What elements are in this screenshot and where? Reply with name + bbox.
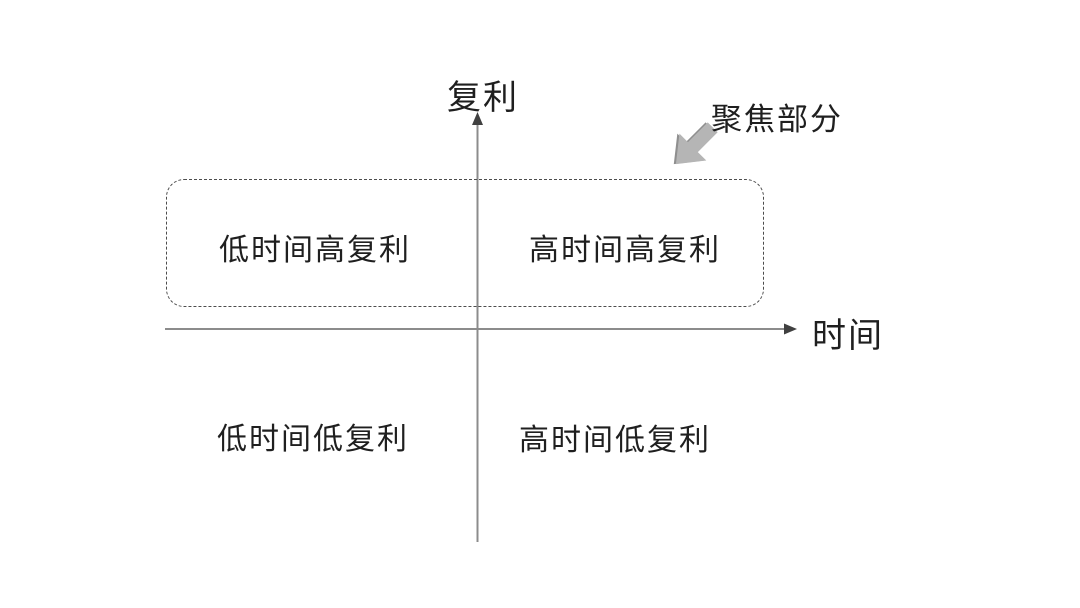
annotation-label: 聚焦部分: [711, 102, 843, 137]
quadrant-label-top-left: 低时间高复利: [219, 234, 411, 267]
x-axis-arrowhead-icon: [784, 323, 797, 335]
x-axis-label: 时间: [812, 317, 884, 355]
y-axis-arrowhead-icon: [472, 112, 483, 125]
quadrant-label-top-right: 高时间高复利: [529, 234, 721, 267]
y-axis-label: 复利: [447, 79, 519, 117]
focus-region-box: [166, 179, 764, 307]
focus-arrow-icon: [673, 122, 718, 165]
quadrant-label-bottom-left: 低时间低复利: [217, 423, 409, 456]
quadrant-label-bottom-right: 高时间低复利: [519, 424, 711, 457]
